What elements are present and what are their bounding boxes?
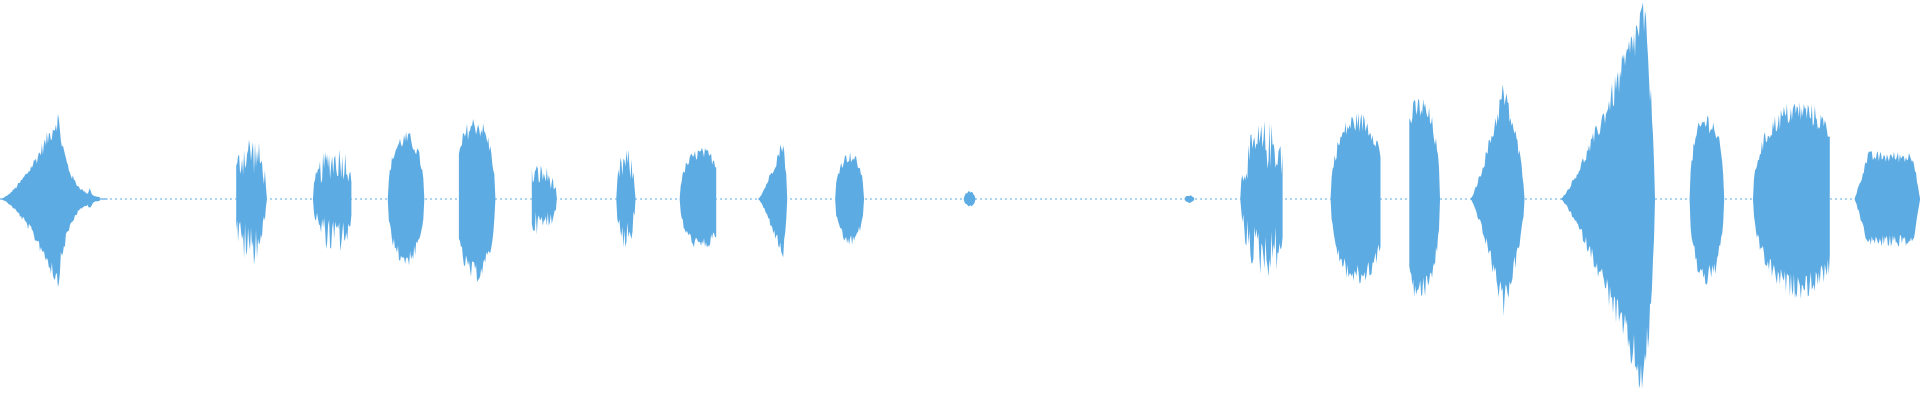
waveform-segment bbox=[1689, 115, 1725, 285]
waveform-segment bbox=[835, 152, 864, 245]
waveform-segment bbox=[236, 139, 267, 265]
waveform-segment bbox=[679, 147, 717, 248]
waveform-segment bbox=[1561, 2, 1655, 389]
waveform-segment bbox=[1409, 98, 1440, 298]
waveform-segment bbox=[1854, 151, 1920, 247]
waveform-segment bbox=[458, 118, 496, 283]
waveform-segment bbox=[1470, 84, 1525, 317]
waveform-segment bbox=[1184, 195, 1195, 203]
waveform-segment bbox=[616, 149, 636, 248]
waveform-segment bbox=[313, 149, 352, 251]
waveform-segment bbox=[963, 191, 976, 207]
waveform-segment bbox=[1240, 120, 1283, 277]
waveform-segment bbox=[1753, 102, 1830, 299]
waveform-segment bbox=[82, 188, 108, 208]
waveform-segments bbox=[0, 2, 1920, 389]
waveform-segment bbox=[387, 131, 425, 266]
waveform-segment bbox=[531, 165, 557, 235]
waveform-segment bbox=[1330, 112, 1381, 284]
waveform-segment bbox=[0, 113, 100, 287]
waveform-segment bbox=[758, 144, 788, 258]
